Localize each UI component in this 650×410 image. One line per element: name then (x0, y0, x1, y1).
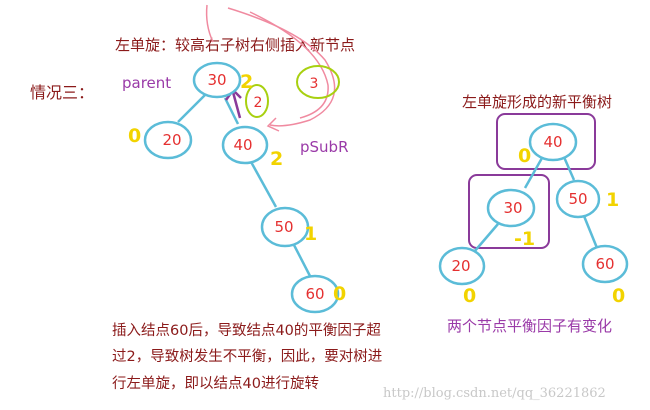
node-50-new-shape (555, 179, 601, 219)
edge-30-40 (223, 97, 240, 125)
edge-40-30 (523, 157, 544, 189)
node-40-shape (221, 125, 269, 165)
label-psubr: pSubR (300, 138, 349, 156)
edge-30-20 (177, 94, 206, 123)
label-parent: parent (122, 74, 171, 92)
annotation-circles (245, 65, 340, 118)
before-tree-nodes (143, 61, 340, 314)
bf-30-new: -1 (514, 228, 535, 250)
annotation-new-node-label: 3 (310, 76, 319, 92)
swirl-arrowhead (266, 117, 280, 132)
edge-50-60 (292, 244, 312, 277)
annotation-small-label: 2 (254, 95, 263, 111)
node-50-new-label: 50 (568, 190, 587, 208)
after-tree-nodes (438, 122, 629, 286)
edge-50-60 (582, 215, 599, 249)
node-30-new-label: 30 (503, 199, 522, 217)
edge-40-50 (248, 159, 278, 208)
caption-right: 两个节点平衡因子有变化 (447, 317, 612, 335)
highlight-boxes (468, 113, 596, 249)
before-tree-balance-factors: 2 0 2 1 0 (128, 71, 346, 305)
bf-30: 2 (240, 71, 253, 93)
title-right: 左单旋形成的新平衡树 (462, 93, 612, 111)
highlight-box-root (496, 113, 596, 170)
node-20-new-label: 20 (451, 257, 470, 275)
after-tree-edges (473, 156, 599, 253)
edge-40-50 (562, 156, 576, 181)
after-tree-balance-factors: 0 -1 1 0 0 (463, 145, 625, 307)
watermark: http://blog.csdn.net/qq_36221862 (383, 386, 606, 401)
highlight-box-left-child (468, 174, 550, 249)
annotation-circle-small (245, 84, 269, 118)
node-40-label: 40 (233, 136, 252, 154)
node-50-shape (260, 206, 310, 248)
node-60-label: 60 (305, 285, 324, 303)
node-60-new-shape (581, 244, 629, 284)
bf-20: 0 (128, 125, 141, 147)
bf-50: 1 (304, 223, 317, 245)
bf-60-new: 0 (612, 285, 625, 307)
explanation-line-2: 过2，导致树发生不平衡，因此，要对树进 (112, 348, 382, 365)
swirl-stroke-3 (249, 11, 329, 119)
before-tree-node-labels: 30 20 40 50 60 (162, 71, 324, 303)
node-30-label: 30 (207, 71, 226, 89)
before-tree-edges (177, 94, 312, 277)
node-60-shape (290, 274, 340, 314)
rotation-swirl (205, 4, 336, 132)
node-20-shape (143, 120, 193, 160)
node-40-new-shape (528, 122, 578, 162)
explanation-line-1: 插入结点60后，导致结点40的平衡因子超 (112, 322, 381, 339)
node-30-new-shape (486, 188, 536, 228)
edge-30-20 (473, 223, 499, 253)
node-60-new-label: 60 (595, 255, 614, 273)
after-tree-node-labels: 40 30 50 20 60 (451, 133, 614, 275)
bf-60: 0 (333, 283, 346, 305)
bf-20-new: 0 (463, 285, 476, 307)
node-40-new-label: 40 (543, 133, 562, 151)
node-20-label: 20 (162, 131, 181, 149)
explanation-line-3: 行左单旋，即以结点40进行旋转 (112, 375, 319, 392)
title-left: 左单旋：较高右子树右侧插入新节点 (115, 36, 355, 54)
bf-50-new: 1 (606, 189, 619, 211)
promote-arrow-shaft (231, 91, 242, 119)
annotation-circle-new-node (296, 65, 340, 99)
bf-40: 2 (270, 148, 283, 170)
node-20-new-shape (438, 246, 486, 286)
bf-40-new: 0 (518, 145, 531, 167)
node-50-label: 50 (274, 218, 293, 236)
node-30-shape (192, 61, 242, 99)
swirl-stroke-1 (205, 4, 214, 43)
case-label: 情况三： (30, 83, 94, 102)
